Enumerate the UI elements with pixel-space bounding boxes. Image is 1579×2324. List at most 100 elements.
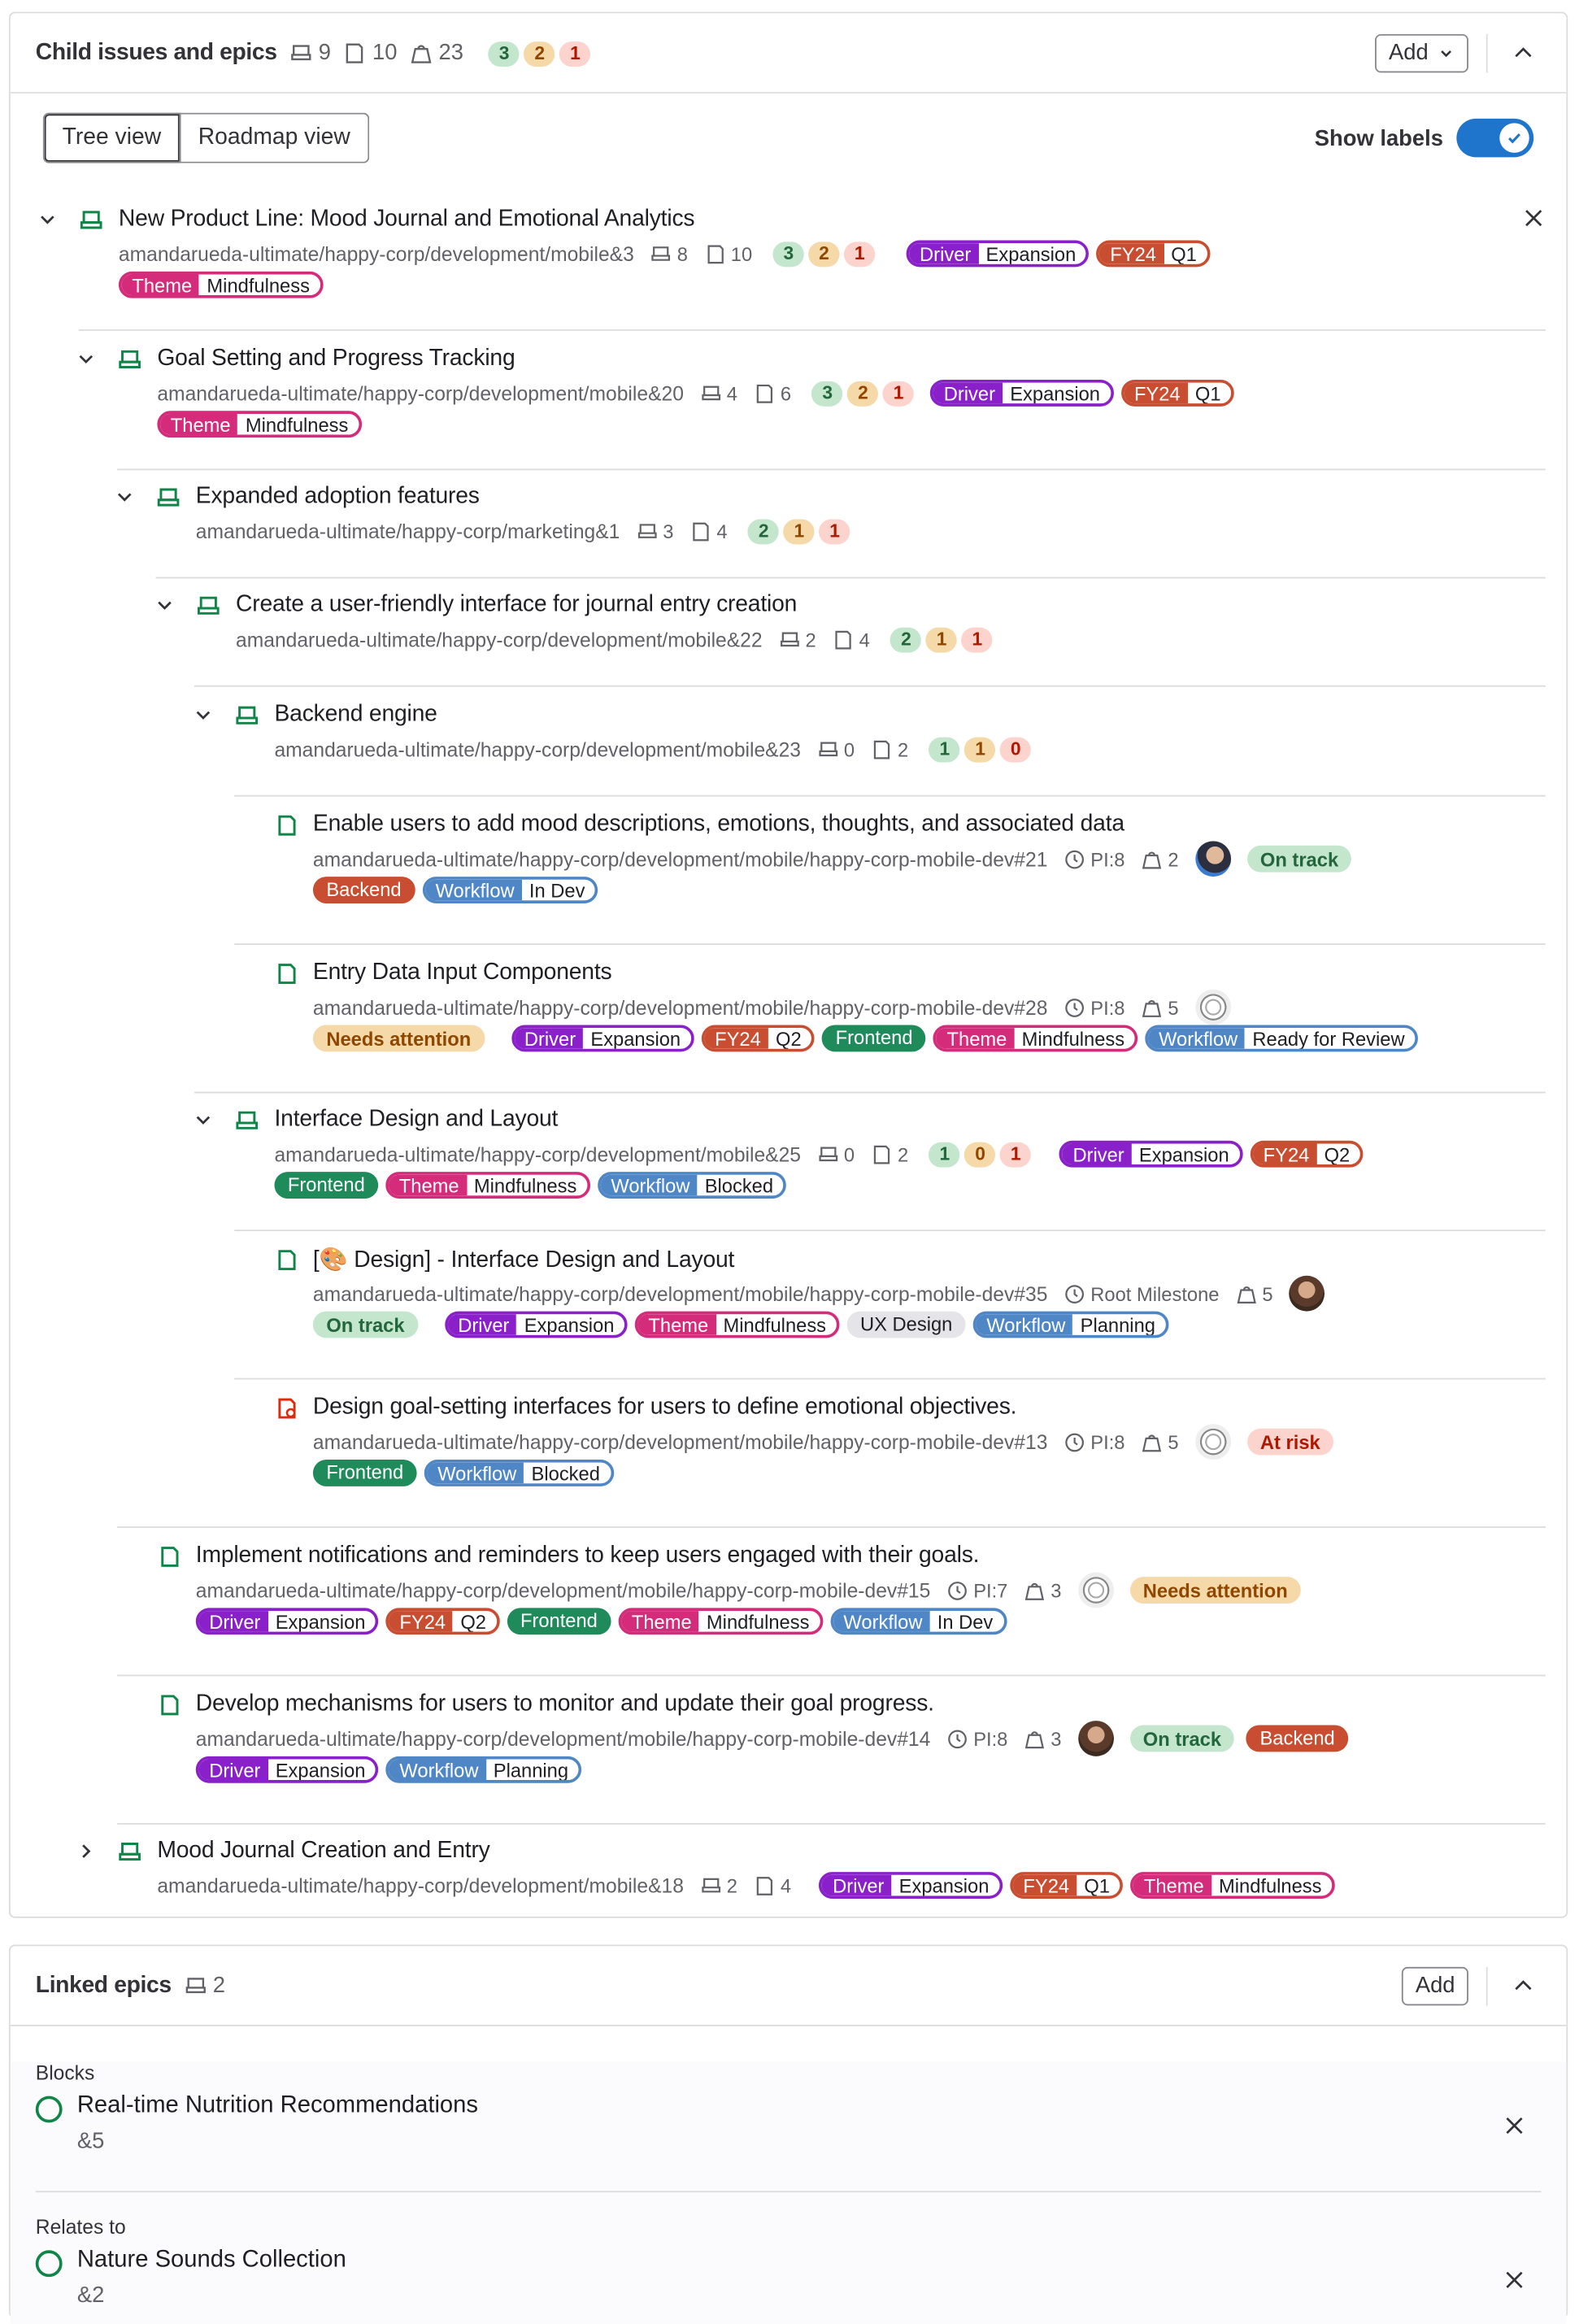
open-status-icon: [35, 2250, 63, 2278]
epic-icon: [234, 703, 259, 729]
issue-icon: [874, 1144, 890, 1164]
item-title[interactable]: Interface Design and Layout: [274, 1106, 559, 1132]
open-status-icon: [35, 2096, 63, 2123]
add-linked-epic-button[interactable]: Add: [1402, 1965, 1468, 2005]
chevron-down-icon[interactable]: [193, 704, 214, 725]
weight-icon: [1142, 999, 1162, 1017]
chevron-up-icon: [1515, 1979, 1532, 1990]
chevron-down-icon[interactable]: [37, 209, 59, 230]
assignee-avatar[interactable]: [1194, 989, 1231, 1025]
item-title[interactable]: Develop mechanisms for users to monitor …: [195, 1691, 934, 1717]
milestone: Root Milestone: [1064, 1282, 1219, 1304]
add-child-label: Add: [1388, 40, 1429, 66]
child-issue-count: 10: [704, 242, 752, 265]
weight-icon: [1025, 1582, 1045, 1599]
weight: 3: [1024, 1727, 1061, 1750]
weight: 2: [1142, 848, 1179, 870]
child-issue-count: 4: [690, 520, 728, 542]
weight-count-value: 23: [438, 40, 463, 66]
item-title[interactable]: [🎨 Design] - Interface Design and Layout: [312, 1247, 735, 1273]
weight: 5: [1142, 996, 1179, 1018]
item-reference: amandarueda-ultimate/happy-corp/developm…: [236, 628, 763, 651]
weight: 3: [1024, 1579, 1061, 1601]
item-title[interactable]: Create a user-friendly interface for jou…: [236, 591, 798, 617]
chevron-down-icon[interactable]: [76, 349, 97, 370]
item-title[interactable]: Backend engine: [274, 701, 437, 727]
add-child-button[interactable]: Add: [1375, 33, 1468, 72]
weight-icon: [1025, 1730, 1045, 1748]
assignee-avatar[interactable]: [1194, 1424, 1231, 1460]
linked-epic-title[interactable]: Real-time Nutrition Recommendations: [76, 2092, 478, 2118]
epic-icon: [156, 485, 181, 511]
epic-icon: [117, 1839, 142, 1865]
child-epic-count: 0: [817, 738, 855, 760]
collapse-linked-section-button[interactable]: [1506, 1968, 1542, 2004]
chevron-down-icon[interactable]: [193, 1110, 214, 1131]
item-title[interactable]: Goal Setting and Progress Tracking: [157, 346, 515, 372]
item-title[interactable]: Expanded adoption features: [195, 483, 480, 509]
show-labels-label: Show labels: [1314, 125, 1443, 151]
item-title[interactable]: New Product Line: Mood Journal and Emoti…: [118, 206, 695, 232]
item-reference: amandarueda-ultimate/happy-corp/developm…: [274, 738, 802, 760]
item-reference: amandarueda-ultimate/happy-corp/developm…: [157, 1874, 684, 1897]
weight-icon: [1237, 1286, 1256, 1303]
tree-view-button[interactable]: Tree view: [42, 112, 181, 163]
remove-item-icon[interactable]: [1522, 207, 1546, 230]
remove-link-icon[interactable]: [1503, 2268, 1526, 2291]
label-frontend: Frontend: [274, 1172, 379, 1199]
item-title[interactable]: Mood Journal Creation and Entry: [157, 1838, 490, 1864]
epic-icon: [702, 1877, 721, 1892]
linked-epic-title[interactable]: Nature Sounds Collection: [76, 2247, 346, 2273]
health-status-badge: On track: [1129, 1725, 1235, 1752]
chevron-down-icon[interactable]: [114, 486, 135, 507]
remove-link-icon[interactable]: [1503, 2113, 1526, 2137]
show-labels-toggle[interactable]: [1456, 118, 1534, 158]
weight-icon: [411, 44, 432, 63]
relates-section: Relates to Nature Sounds Collection &2: [11, 2216, 1567, 2324]
child-issue-count: 6: [754, 382, 791, 404]
assignee-avatar[interactable]: [1289, 1275, 1325, 1312]
child-issue-count: 4: [833, 629, 870, 651]
health-status-badge: On track: [312, 1311, 418, 1338]
collapse-child-section-button[interactable]: [1506, 35, 1542, 71]
item-title[interactable]: Design goal-setting interfaces for users…: [312, 1394, 1017, 1420]
item-title[interactable]: Entry Data Input Components: [312, 960, 612, 986]
assignee-avatar[interactable]: [1194, 841, 1231, 877]
weight-count: 23: [409, 40, 463, 65]
roadmap-view-button[interactable]: Roadmap view: [180, 112, 370, 163]
issue-icon: [874, 739, 890, 759]
item-title[interactable]: Enable users to add mood descriptions, e…: [312, 811, 1124, 837]
epic-icon: [196, 594, 221, 619]
child-issue-item: [🎨 Design] - Interface Design and Layout…: [234, 1243, 1546, 1380]
assignee-avatar[interactable]: [1077, 1721, 1114, 1756]
item-title[interactable]: Implement notifications and reminders to…: [195, 1543, 980, 1569]
label-frontend: Frontend: [822, 1025, 926, 1052]
milestone: PI:7: [946, 1579, 1007, 1601]
assignee-avatar[interactable]: [1077, 1572, 1114, 1608]
child-epic-count: 2: [779, 629, 816, 651]
chevron-right-icon[interactable]: [76, 1841, 97, 1862]
chevron-down-icon[interactable]: [154, 595, 176, 616]
milestone-icon: [1065, 849, 1085, 868]
child-issue-count: 2: [871, 738, 908, 760]
blocks-section: Blocks Real-time Nutrition Recommendatio…: [11, 2062, 1567, 2191]
